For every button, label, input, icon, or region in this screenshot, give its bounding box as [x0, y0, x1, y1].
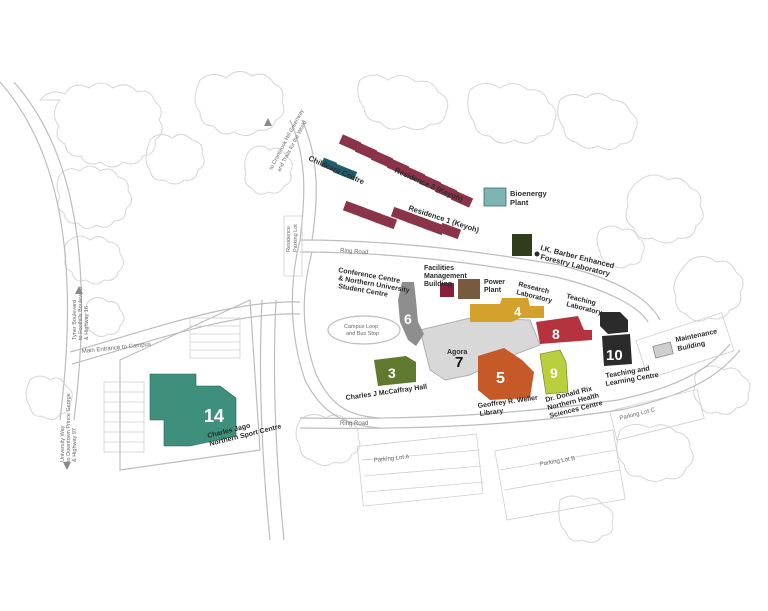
- cranbrook-arrow-icon: [264, 118, 272, 126]
- building-4-number: 4: [514, 304, 522, 319]
- tyner-label-2: to Foothills Boulevard: [78, 287, 84, 340]
- building-9[interactable]: [539, 349, 569, 395]
- building-6-number: 6: [404, 311, 412, 327]
- building-3-number: 3: [388, 365, 396, 381]
- ik-barber-marker: [534, 251, 540, 257]
- facilities-label-3: Building: [424, 281, 452, 288]
- bioenergy-label-2: Plant: [510, 198, 529, 207]
- building-14-number: 14: [204, 406, 224, 426]
- parking-lot-a-label: Parking Lot A: [374, 454, 410, 464]
- residence-2-building[interactable]: [338, 134, 474, 208]
- parking-lot-b-label: Parking Lot B: [539, 456, 576, 468]
- mccaffray-label: Charles J McCaffray Hall: [345, 384, 427, 402]
- teaching-laboratory-building[interactable]: [600, 312, 628, 334]
- building-8[interactable]: [536, 316, 592, 344]
- power-label-2: Plant: [484, 287, 502, 294]
- power-label-1: Power: [484, 279, 505, 286]
- forest-outlines: [25, 71, 751, 543]
- residence-parking-label-1: Residence: [286, 226, 292, 252]
- univway-label-2: to Downtown Prince George: [66, 393, 72, 462]
- campus-loop-label-2: and Bus Stop: [346, 331, 379, 337]
- univway-label-3: & Highway 97: [72, 428, 78, 462]
- main-entrance-label: Main Entrance to Campus: [82, 342, 152, 355]
- childcare-centre-building[interactable]: [320, 157, 358, 181]
- univway-label-1: University Way: [60, 425, 66, 462]
- parking-lots: [103, 215, 735, 521]
- maintenance-building[interactable]: [652, 341, 674, 359]
- building-3[interactable]: [374, 356, 416, 386]
- building-6[interactable]: [398, 282, 424, 346]
- residence-1-building[interactable]: [342, 200, 462, 240]
- agora-label: Agora: [447, 349, 467, 356]
- agora-number: 7: [455, 354, 463, 371]
- ik-barber-lab-building[interactable]: [512, 234, 532, 256]
- bioenergy-label-1: Bioenergy: [510, 189, 548, 198]
- residence-parking-label-2: Parking Lot: [293, 224, 299, 252]
- building-5[interactable]: [478, 348, 534, 400]
- tyner-label-1: Tyner Boulevard: [72, 300, 78, 340]
- residence-2-label: Residence 2 (Keyoh): [393, 166, 465, 204]
- power-plant-building[interactable]: [458, 279, 480, 299]
- tyner-label-3: & Highway 16: [84, 306, 90, 340]
- tyner-arrow-icon: [75, 286, 83, 294]
- weller-label-2: Library: [479, 408, 504, 418]
- building-9-number: 9: [550, 365, 558, 381]
- univway-arrow-icon: [63, 462, 71, 470]
- facilities-label-2: Management: [424, 273, 467, 280]
- road-network: [0, 81, 741, 541]
- building-14[interactable]: [149, 373, 237, 447]
- building-10[interactable]: [602, 334, 632, 366]
- building-4[interactable]: [470, 298, 544, 322]
- bioenergy-plant-building[interactable]: [483, 187, 507, 207]
- building-10-number: 10: [606, 347, 623, 364]
- campus-loop-label-1: Campus Loop: [344, 324, 378, 330]
- facilities-building[interactable]: [440, 283, 454, 297]
- building-8-number: 8: [552, 326, 560, 342]
- building-5-number: 5: [496, 370, 505, 387]
- facilities-label-1: Facilities: [424, 265, 454, 272]
- ring-road-north-label: Ring Road: [340, 248, 369, 256]
- ring-road-south-label: Ring Road: [340, 421, 368, 427]
